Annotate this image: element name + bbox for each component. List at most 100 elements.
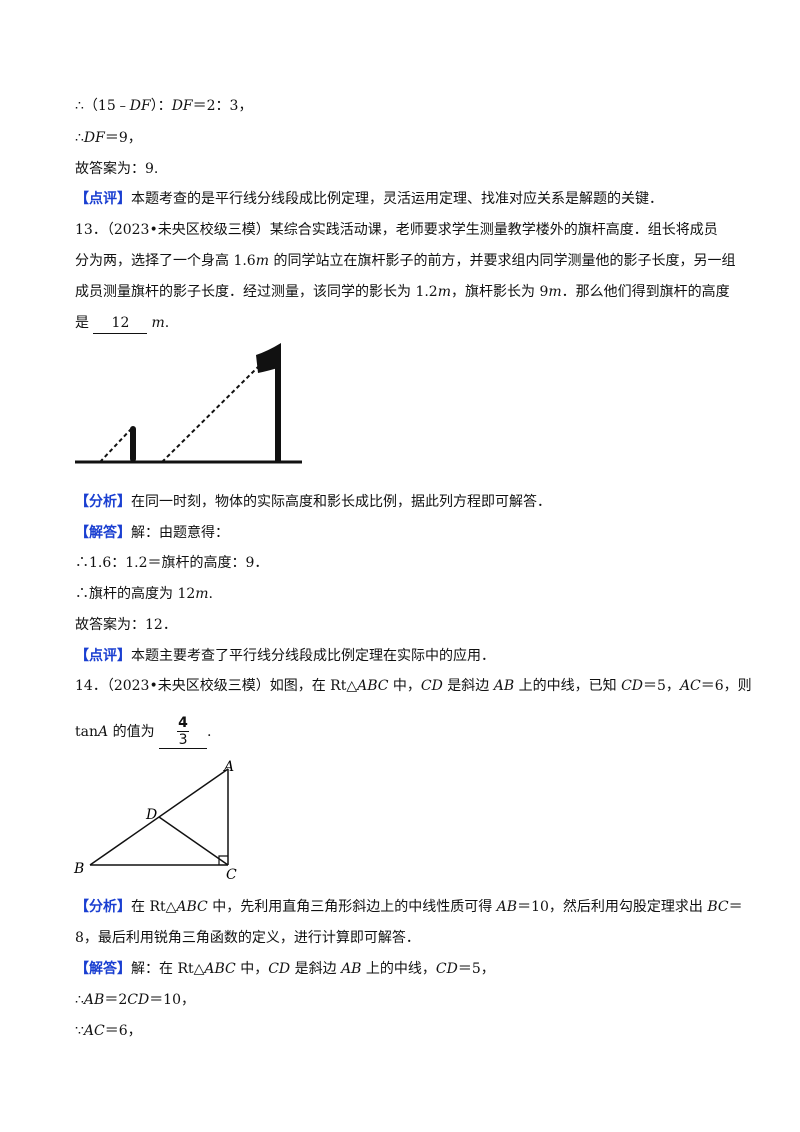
numerator: 4 [178,715,188,731]
text-line: ∴旗杆的高度为 12m. [75,584,213,604]
text-line: 8，最后利用锐角三角函数的定义，进行计算即可解答． [75,930,420,946]
question-14-line: 14．（2023•未央区校级三模）如图，在 Rt△ABC 中，CD 是斜边 AB… [75,676,752,696]
label-b: B [73,861,84,877]
text: 的同学站立在旗杆影子的前方，并要求组内同学测量他的影子长度，另一组 [269,253,736,269]
text: 上的中线，已知 [514,678,622,694]
text: 本题考查的是平行线分线段成比例定理，灵活运用定理、找准对应关系是解题的关键． [131,191,663,207]
var: CD [621,678,644,694]
var: AB [341,961,362,977]
var: CD [420,678,443,694]
comment-tag: 【点评】 [75,648,131,664]
text: ∴ [75,130,84,146]
var: m [437,284,451,300]
var: DF [171,98,193,114]
flagpole-figure [75,343,302,464]
comment-line: 【点评】本题考查的是平行线分线段成比例定理，灵活运用定理、找准对应关系是解题的关… [75,189,663,209]
person-shadow-ray [99,427,133,463]
text: 的值为 [108,724,160,740]
text: 是斜边 [290,961,342,977]
text: . [208,586,213,602]
var: AC [83,1023,105,1039]
var: CD [268,961,291,977]
solution-line: 【解答】解：由题意得： [75,523,229,543]
text: ∴ [75,992,84,1008]
flag [256,343,281,373]
text: ＝5， [643,678,680,694]
text: 在 Rt△ [131,899,177,915]
person [130,426,136,462]
var: AB [83,992,105,1008]
right-angle-mark [218,855,228,865]
var: DF [129,98,151,114]
text: 分为两，选择了一个身高 1.6 [75,253,256,269]
flagpole [275,347,281,462]
text: ＝6， [104,1023,142,1039]
analysis-tag: 【分析】 [75,494,131,510]
text-line: 故答案为：12． [75,617,177,633]
text: ）： [150,98,172,114]
question-13-line: 分为两，选择了一个身高 1.6m 的同学站立在旗杆影子的前方，并要求组内同学测量… [75,251,735,271]
text: 解：在 Rt△ [131,961,205,977]
var: ABC [176,899,208,915]
var: CD [435,961,458,977]
text-line: ∴AB＝2CD＝10， [75,990,195,1010]
text: ∵ [75,1023,84,1039]
answer: 12 [111,315,130,331]
analysis-tag: 【分析】 [75,899,131,915]
label-c: C [226,867,237,880]
text: ＝10， [149,992,196,1008]
text: ∴（15﹣ [75,98,130,114]
text: 成员测量旗杆的影子长度．经过测量，该同学的影长为 1.2 [75,284,438,300]
text: 中， [235,961,269,977]
comment-line: 【点评】本题主要考查了平行线分线段成比例定理在实际中的应用． [75,646,495,666]
var: DF [83,130,105,146]
text-line: ∴1.6：1.2＝旗杆的高度：9． [75,555,269,571]
text: ＝9， [104,130,142,146]
var: AB [496,899,518,915]
text: ，旗杆影长为 9 [451,284,549,300]
text: 中，先利用直角三角形斜边上的中线性质可得 [207,899,497,915]
text: ＝6，则 [700,678,752,694]
text: . [207,724,212,740]
var: AB [493,678,515,694]
text: ＝2 [104,992,128,1008]
solution-tag: 【解答】 [75,525,131,541]
text-line: ∵AC＝6， [75,1021,142,1041]
text: 是 [75,315,94,331]
var: m [195,586,209,602]
unit: m [151,315,165,331]
text: . [164,315,170,331]
text: ．那么他们得到旗杆的高度 [561,284,730,300]
text: tan [75,724,98,740]
analysis-line: 【分析】在同一时刻，物体的实际高度和影长成比例，据此列方程即可解答． [75,492,551,512]
text: 中， [388,678,421,694]
text: 14．（2023•未央区校级三模）如图，在 Rt△ [75,678,358,694]
text: ＝ [728,899,743,915]
fraction-bar [177,731,190,732]
comment-tag: 【点评】 [75,191,131,207]
var: m [548,284,562,300]
question-13-line: 成员测量旗杆的影子长度．经过测量，该同学的影长为 1.2m，旗杆影长为 9m．那… [75,282,730,302]
var: CD [127,992,150,1008]
var: AC [679,678,701,694]
text: 解：由题意得： [131,525,229,541]
answer-blank: 12 [93,313,148,334]
text: 是斜边 [442,678,494,694]
var: ABC [357,678,389,694]
text: ∴旗杆的高度为 12 [75,586,196,602]
question-13-line: 是 12 m. [75,313,169,334]
label-a: A [222,759,234,775]
solution-line: 【解答】解：在 Rt△ABC 中，CD 是斜边 AB 上的中线，CD＝5， [75,959,495,979]
text: ＝5， [457,961,495,977]
text: 在同一时刻，物体的实际高度和影长成比例，据此列方程即可解答． [131,494,551,510]
denominator: 3 [178,732,188,748]
text: ＝2：3， [192,98,253,114]
var: m [255,253,269,269]
label-d: D [145,807,157,823]
text-line: 故答案为：9. [75,161,159,177]
var: BC [707,899,729,915]
text-line: ∴（15﹣DF）：DF＝2：3， [75,96,252,116]
